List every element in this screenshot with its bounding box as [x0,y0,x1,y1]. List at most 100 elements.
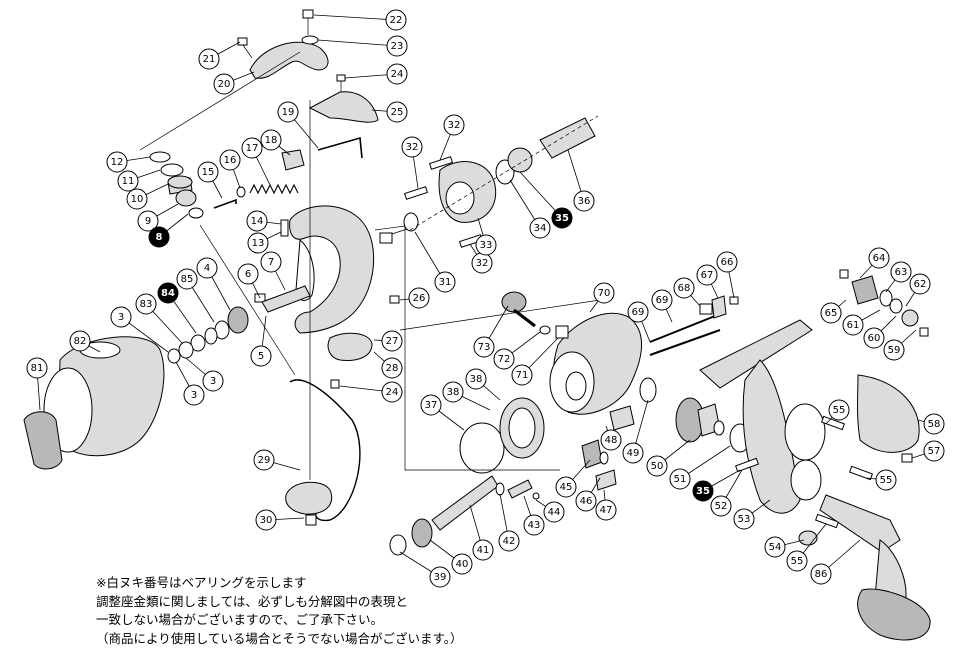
callout-circle [828,399,850,421]
callout-84: 84 [157,282,197,334]
callout-54: 54 [764,536,805,558]
callout-circle [868,247,890,269]
callout-number: 50 [651,461,664,472]
callout-48: 48 [600,425,622,451]
callout-circle [575,490,597,512]
callout-circle [863,327,885,349]
callout-circle [593,282,615,304]
callout-59: 59 [883,329,917,361]
callout-circle [386,63,408,85]
callout-number: 65 [825,308,838,319]
callout-circle [651,289,673,311]
callout-number: 68 [678,283,691,294]
callout-15: 15 [197,161,223,199]
callout-40: 40 [429,539,473,575]
callout-number: 32 [406,142,419,153]
callout-number: 27 [386,336,399,347]
callout-circle [237,263,259,285]
callout-number: 51 [674,474,687,485]
callout-38: 38 [465,368,501,401]
callout-circle [213,73,235,95]
callout-circle [820,302,842,324]
callout-65: 65 [820,299,847,324]
callout-8: 8 [148,213,189,248]
callout-3: 3 [110,306,169,353]
callout-circle [498,530,520,552]
callout-circle [475,234,497,256]
callout-number: 10 [131,194,144,205]
callout-circle [451,553,473,575]
callout-circle [429,566,451,588]
callout-circle [157,282,179,304]
callout-5: 5 [250,315,272,367]
callout-53: 53 [733,499,771,530]
callout-86: 86 [810,539,861,585]
callout-number: 25 [391,107,404,118]
callout-number: 64 [873,253,886,264]
callout-number: 66 [721,257,734,268]
callout-number: 38 [447,387,460,398]
callout-81: 81 [26,357,48,411]
callout-circle [465,368,487,390]
callout-12: 12 [106,151,151,173]
callout-number: 30 [260,515,273,526]
callout-35: 35 [692,469,741,502]
callout-circle [135,293,157,315]
callout-circle [202,370,224,392]
callout-63: 63 [885,261,912,293]
callout-circle [543,501,565,523]
callout-number: 49 [627,448,640,459]
callout-circle [442,381,464,403]
callout-circle [493,348,515,370]
callout-circle [148,226,170,248]
callout-circle [923,440,945,462]
callout-72: 72 [493,331,541,370]
callout-82: 82 [69,330,101,353]
callout-circle [443,114,465,136]
callout-number: 32 [448,120,461,131]
callout-circle [117,170,139,192]
callout-circle [277,101,299,123]
callout-number: 59 [888,345,901,356]
callout-32: 32 [469,243,493,274]
callout-circle [401,136,423,158]
callout-3: 3 [185,357,224,392]
callout-circle [255,509,277,531]
callout-circle [126,188,148,210]
callout-31: 31 [414,231,456,293]
callout-circle [716,251,738,273]
callout-number: 46 [580,496,593,507]
callout-number: 24 [391,69,404,80]
callout-circle [434,271,456,293]
callout-number: 55 [833,405,846,416]
callout-number: 17 [246,143,259,154]
callout-number: 85 [181,274,194,285]
callout-38: 38 [442,381,491,411]
callout-18: 18 [260,129,291,156]
callout-circle [511,364,533,386]
callout-17: 17 [241,137,271,186]
callout-circle [786,550,808,572]
callout-number: 19 [282,107,295,118]
callout-circle [551,207,573,229]
callout-circle [196,257,218,279]
callout-circle [241,137,263,159]
callout-68: 68 [673,277,701,307]
callout-number: 61 [847,320,860,331]
callout-circle [420,394,442,416]
callout-number: 58 [928,419,941,430]
callout-number: 7 [268,257,274,268]
callout-46: 46 [575,477,601,512]
callout-circle [627,301,649,323]
callout-circle [381,330,403,352]
callout-43: 43 [523,495,545,536]
callout-11: 11 [117,169,161,192]
callout-58: 58 [917,413,945,435]
callout-number: 86 [815,569,828,580]
callout-number: 35 [555,213,569,224]
callout-number: 3 [191,390,197,401]
callout-circle [622,442,644,464]
callout-circle [923,413,945,435]
callout-circle [595,499,617,521]
